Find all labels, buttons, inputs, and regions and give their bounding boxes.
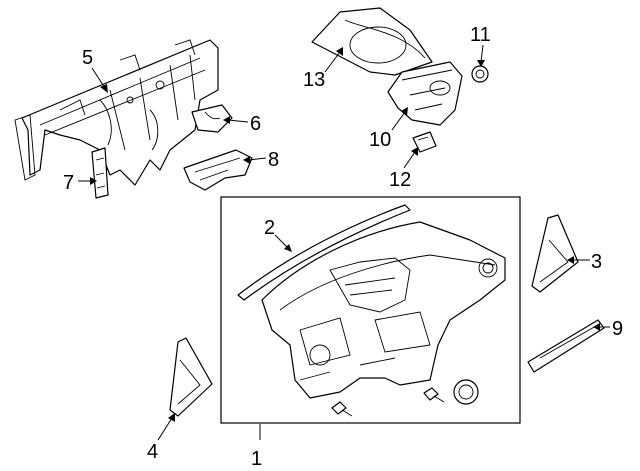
callout-11: 11 [470,24,491,46]
bolt-left [331,401,353,417]
callout-2: 2 [264,217,275,239]
callout-9: 9 [612,318,623,340]
cluster-hood-cover-part [311,7,433,76]
callout-12: 12 [389,169,411,191]
ring-grommet [453,379,479,405]
bracket-part [191,104,233,133]
callout-5: 5 [82,47,93,69]
callout-10: 10 [369,129,391,151]
callout-1: 1 [251,448,262,470]
callout-3: 3 [591,251,602,273]
leader-lines [78,44,610,441]
trim-strip-part [527,319,605,373]
bolt-right [423,387,445,403]
instrument-panel-part [261,221,506,399]
callout-6: 6 [250,113,261,135]
reinforcement-beam-part [14,39,219,186]
left-end-cover-part [169,337,213,417]
callout-labels: 1 2 3 4 5 6 7 8 9 10 11 12 13 [63,24,623,470]
callout-8: 8 [268,149,279,171]
push-pin-retainer-part [471,65,489,83]
callout-4: 4 [147,441,158,463]
defroster-grille-part [237,204,411,301]
support-plate-part [183,149,253,191]
callout-7: 7 [63,172,74,194]
support-bracket-part [91,147,109,199]
callout-13: 13 [303,69,325,91]
assembly-box [220,196,521,424]
right-end-cover-part [531,214,579,293]
